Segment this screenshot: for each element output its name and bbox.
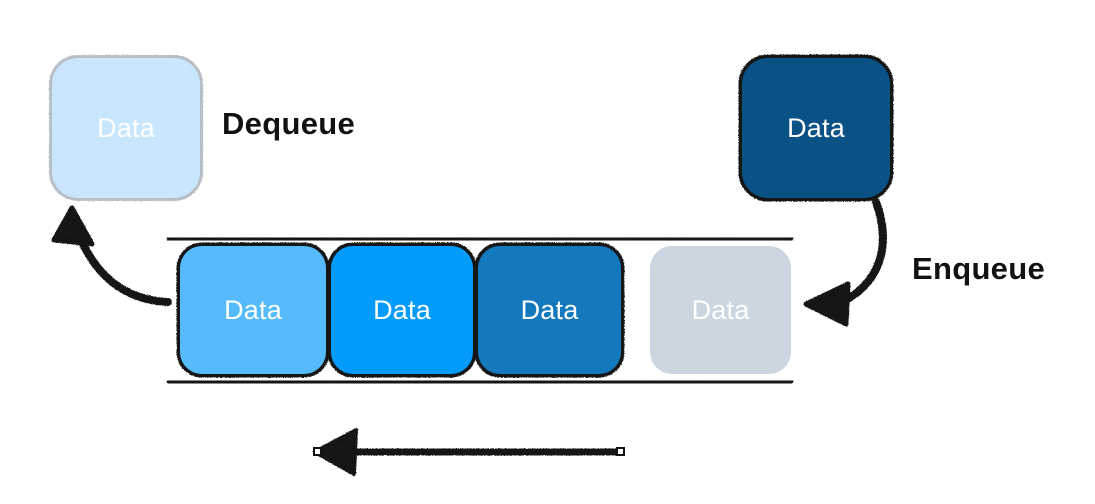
queue-slot-3[interactable]: Data <box>478 246 621 374</box>
queue-slot-4-label: Data <box>691 294 750 325</box>
queue-bottom-rail <box>166 377 794 385</box>
queue-slot-2-label: Data <box>373 294 431 325</box>
queue-slot-2[interactable]: Data <box>331 246 473 374</box>
incoming-data-node-label: Data <box>787 112 845 143</box>
queue-direction-arrow <box>313 428 620 476</box>
direction-arrow-handle-right[interactable] <box>616 447 625 456</box>
queue-slot-1[interactable]: Data <box>180 246 326 374</box>
queue-slot-1-label: Data <box>224 294 282 325</box>
direction-arrow-handle-left[interactable] <box>313 447 322 456</box>
incoming-data-node[interactable]: Data <box>742 58 890 198</box>
dequeued-data-node-label: Data <box>97 112 155 143</box>
queue-top-rail <box>166 234 794 242</box>
queue-slot-4-empty[interactable]: Data <box>650 246 791 374</box>
dequeue-arrow <box>51 205 172 306</box>
enqueue-caption: Enqueue <box>912 251 1046 286</box>
dequeue-caption: Dequeue <box>222 106 356 141</box>
dequeued-data-node[interactable]: Data <box>52 58 200 198</box>
queue-slot-3-label: Data <box>520 294 579 325</box>
enqueue-arrow <box>803 198 887 327</box>
